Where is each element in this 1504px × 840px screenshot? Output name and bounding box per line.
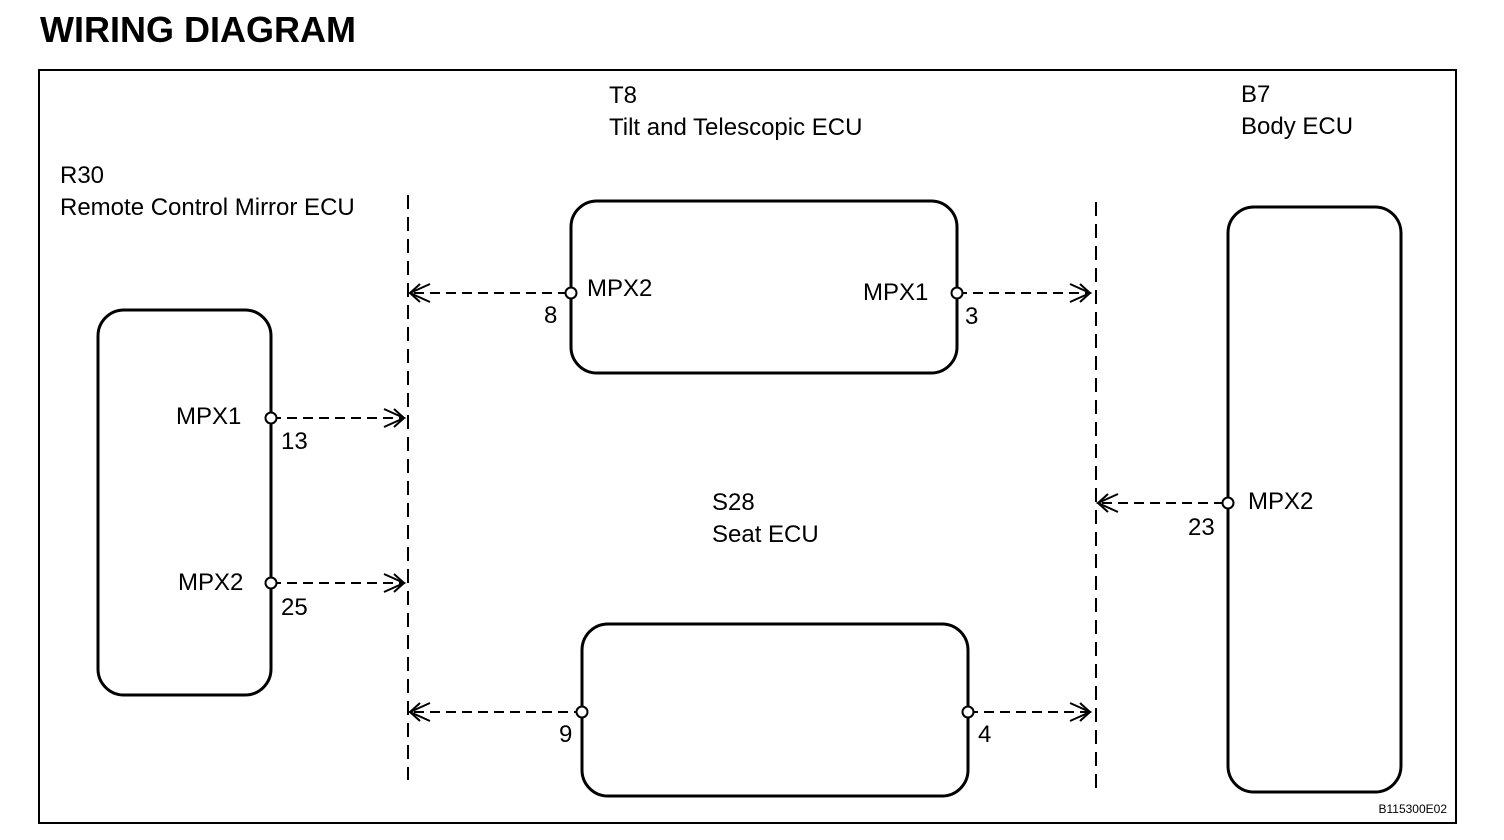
page-title: WIRING DIAGRAM <box>40 9 356 50</box>
t8-mpx2-pin: 8 <box>544 302 558 329</box>
s28-right-pin: 4 <box>978 721 992 748</box>
diagram-frame: B115300E02 <box>38 69 1457 824</box>
terminal-b7-mpx2 <box>1221 496 1235 510</box>
t8-mpx1-signal: MPX1 <box>863 279 929 306</box>
terminal-s28-left <box>575 705 589 719</box>
terminal-s28-right <box>961 705 975 719</box>
r30-code-label: R30 <box>60 162 105 189</box>
s28-name-label: Seat ECU <box>712 521 819 548</box>
r30-mpx2-signal: MPX2 <box>178 569 244 596</box>
figure-reference: B115300E02 <box>1378 802 1447 816</box>
b7-mpx2-signal: MPX2 <box>1248 488 1314 515</box>
terminal-r30-mpx2 <box>264 576 278 590</box>
t8-mpx2-signal: MPX2 <box>587 275 653 302</box>
r30-ecu-box <box>96 308 273 697</box>
s28-ecu-box <box>580 622 970 798</box>
terminal-t8-mpx2 <box>564 286 578 300</box>
terminal-r30-mpx1 <box>264 411 278 425</box>
b7-code-label: B7 <box>1241 81 1271 108</box>
r30-name-label: Remote Control Mirror ECU <box>60 194 355 221</box>
b7-mpx2-pin: 23 <box>1188 514 1215 541</box>
r30-mpx2-pin: 25 <box>281 594 308 621</box>
r30-mpx1-pin: 13 <box>281 428 308 455</box>
r30-mpx1-signal: MPX1 <box>176 403 242 430</box>
s28-left-pin: 9 <box>559 721 573 748</box>
s28-code-label: S28 <box>712 489 755 516</box>
b7-name-label: Body ECU <box>1241 113 1354 140</box>
t8-name-label: Tilt and Telescopic ECU <box>609 114 863 141</box>
t8-mpx1-pin: 3 <box>965 303 979 330</box>
terminal-t8-mpx1 <box>950 286 964 300</box>
t8-code-label: T8 <box>609 82 638 109</box>
